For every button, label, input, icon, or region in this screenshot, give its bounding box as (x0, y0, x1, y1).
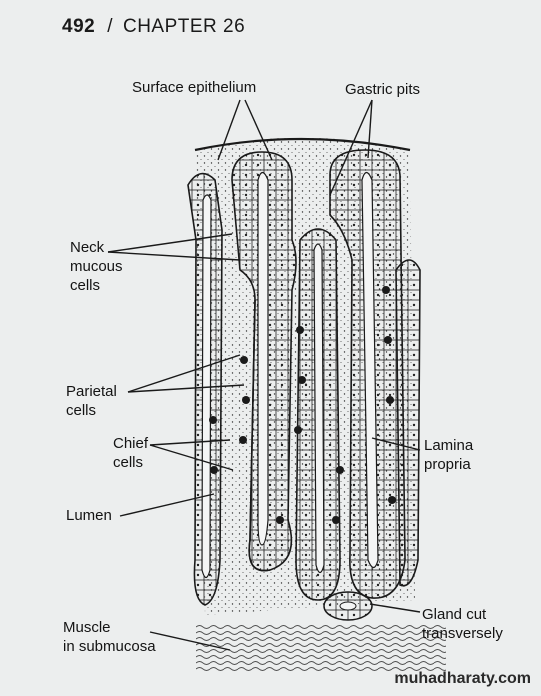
label-line: cells (70, 277, 101, 294)
label-surface-epithelium: Surface epithelium (132, 79, 257, 96)
chapter-title: CHAPTER 26 (122, 16, 246, 37)
surface-epithelium (194, 137, 411, 152)
label-neck-mucous-cells: Neck mucous cells (70, 238, 123, 295)
label-chief-cells: Chief cells (113, 434, 148, 472)
label-lumen: Lumen (66, 507, 112, 524)
label-line: cells (66, 402, 97, 419)
label-line: Muscle (63, 619, 111, 636)
label-line: cells (113, 454, 144, 471)
label-line: Lamina (424, 437, 474, 454)
header-separator: / (107, 16, 113, 37)
label-line: Neck (70, 239, 105, 256)
page-header: 492 / CHAPTER 26 (62, 16, 245, 38)
label-parietal-cells: Parietal cells (66, 382, 117, 420)
label-line: Parietal (66, 383, 117, 400)
site-watermark: muhadharaty.com (394, 670, 531, 687)
label-muscle-in-submucosa: Muscle in submucosa (63, 618, 156, 656)
gland-lumens (201, 171, 379, 579)
page-number: 492 (62, 16, 96, 37)
label-gastric-pits: Gastric pits (345, 81, 421, 98)
leader-lines (107, 99, 421, 651)
label-gland-cut-transversely: Gland cut transversely (422, 605, 503, 643)
label-line: Gland cut (422, 606, 487, 623)
label-lamina-propria: Lamina propria (424, 436, 473, 474)
label-line: in submucosa (63, 638, 156, 655)
muscle-band (196, 625, 446, 673)
label-line: propria (424, 456, 471, 473)
label-line: Chief (113, 435, 149, 452)
label-line: mucous (70, 258, 123, 275)
parietal-cell-dots (209, 286, 396, 524)
label-line: transversely (422, 625, 503, 642)
